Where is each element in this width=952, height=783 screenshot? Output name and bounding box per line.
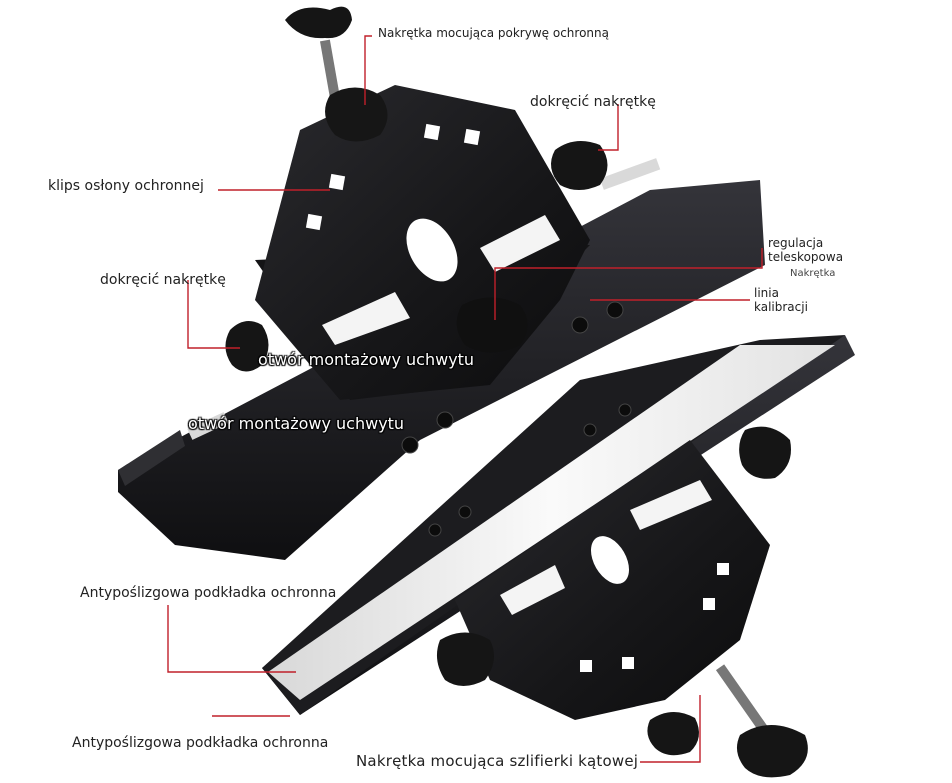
plate-slot-oval	[406, 218, 458, 282]
plate-window	[630, 480, 712, 530]
top-bolt	[436, 411, 454, 429]
bottom-right-knob	[739, 426, 791, 479]
label-tighten-left: dokręcić nakrętkę	[100, 272, 226, 288]
leader-grinder-nut	[640, 695, 701, 763]
label-antislip-bottom: Antypoślizgowa podkładka ochronna	[72, 735, 329, 751]
plate-cutout	[717, 563, 729, 575]
label-grinder-nut: Nakrętka mocująca szlifierki kątowej	[356, 752, 639, 770]
top-bolt	[401, 436, 419, 454]
plate-cutout	[423, 123, 441, 141]
label-tighten-right: dokręcić nakrętkę	[530, 94, 656, 110]
label-guard-clip: klips osłony ochronnej	[48, 178, 204, 194]
label-cover-nut: Nakrętka mocująca pokrywę ochronną	[378, 26, 609, 40]
antislip-pad	[268, 345, 835, 700]
top-rail-lip	[118, 430, 185, 486]
label-antislip-top: Antypoślizgowa podkładka ochronna	[80, 585, 337, 601]
label-mount-hole-1: otwór montażowy uchwytu	[258, 350, 475, 369]
label-nut-small: Nakrętka	[790, 268, 836, 279]
bottom-bolt	[458, 505, 472, 519]
bottom-bolt	[428, 523, 442, 537]
bottom-bolt	[618, 403, 632, 417]
label-telescopic-2: teleskopowa	[768, 250, 844, 264]
bottom-grinder-knob	[647, 664, 808, 778]
leader-lines	[167, 35, 763, 763]
top-left-knob	[225, 321, 269, 372]
label-mount-hole-2: otwór montażowy uchwytu	[188, 414, 405, 433]
plate-window	[500, 565, 565, 615]
top-rail-slot	[599, 158, 661, 190]
top-bolt	[606, 301, 624, 319]
top-rail-slot	[187, 412, 229, 440]
plate-cutout	[622, 657, 634, 669]
label-telescopic-1: regulacja	[768, 236, 824, 250]
bottom-bolt	[583, 423, 597, 437]
plate-slot-oval	[591, 536, 629, 584]
plate-cutout	[463, 128, 481, 146]
top-bolt	[571, 316, 589, 334]
plate-window	[480, 215, 560, 272]
leader-cover-nut	[364, 35, 372, 105]
leader-telescopic	[494, 248, 763, 320]
top-cover-knob	[285, 6, 388, 142]
plate-cutout	[305, 213, 323, 231]
plate-cutout	[703, 598, 715, 610]
leader-tighten-right	[598, 104, 619, 151]
bottom-assembly	[262, 335, 855, 778]
top-center-knob	[456, 297, 528, 353]
bottom-left-knob	[436, 632, 494, 686]
label-calibration-2: kalibracji	[754, 300, 808, 314]
leader-tighten-left	[187, 280, 240, 349]
label-calibration-1: linia	[754, 286, 779, 300]
top-assembly	[118, 6, 765, 560]
top-right-knob	[551, 141, 608, 190]
plate-window	[322, 292, 410, 345]
plate-cutout	[328, 173, 346, 191]
leader-antislip-top	[167, 605, 296, 673]
plate-cutout	[580, 660, 592, 672]
